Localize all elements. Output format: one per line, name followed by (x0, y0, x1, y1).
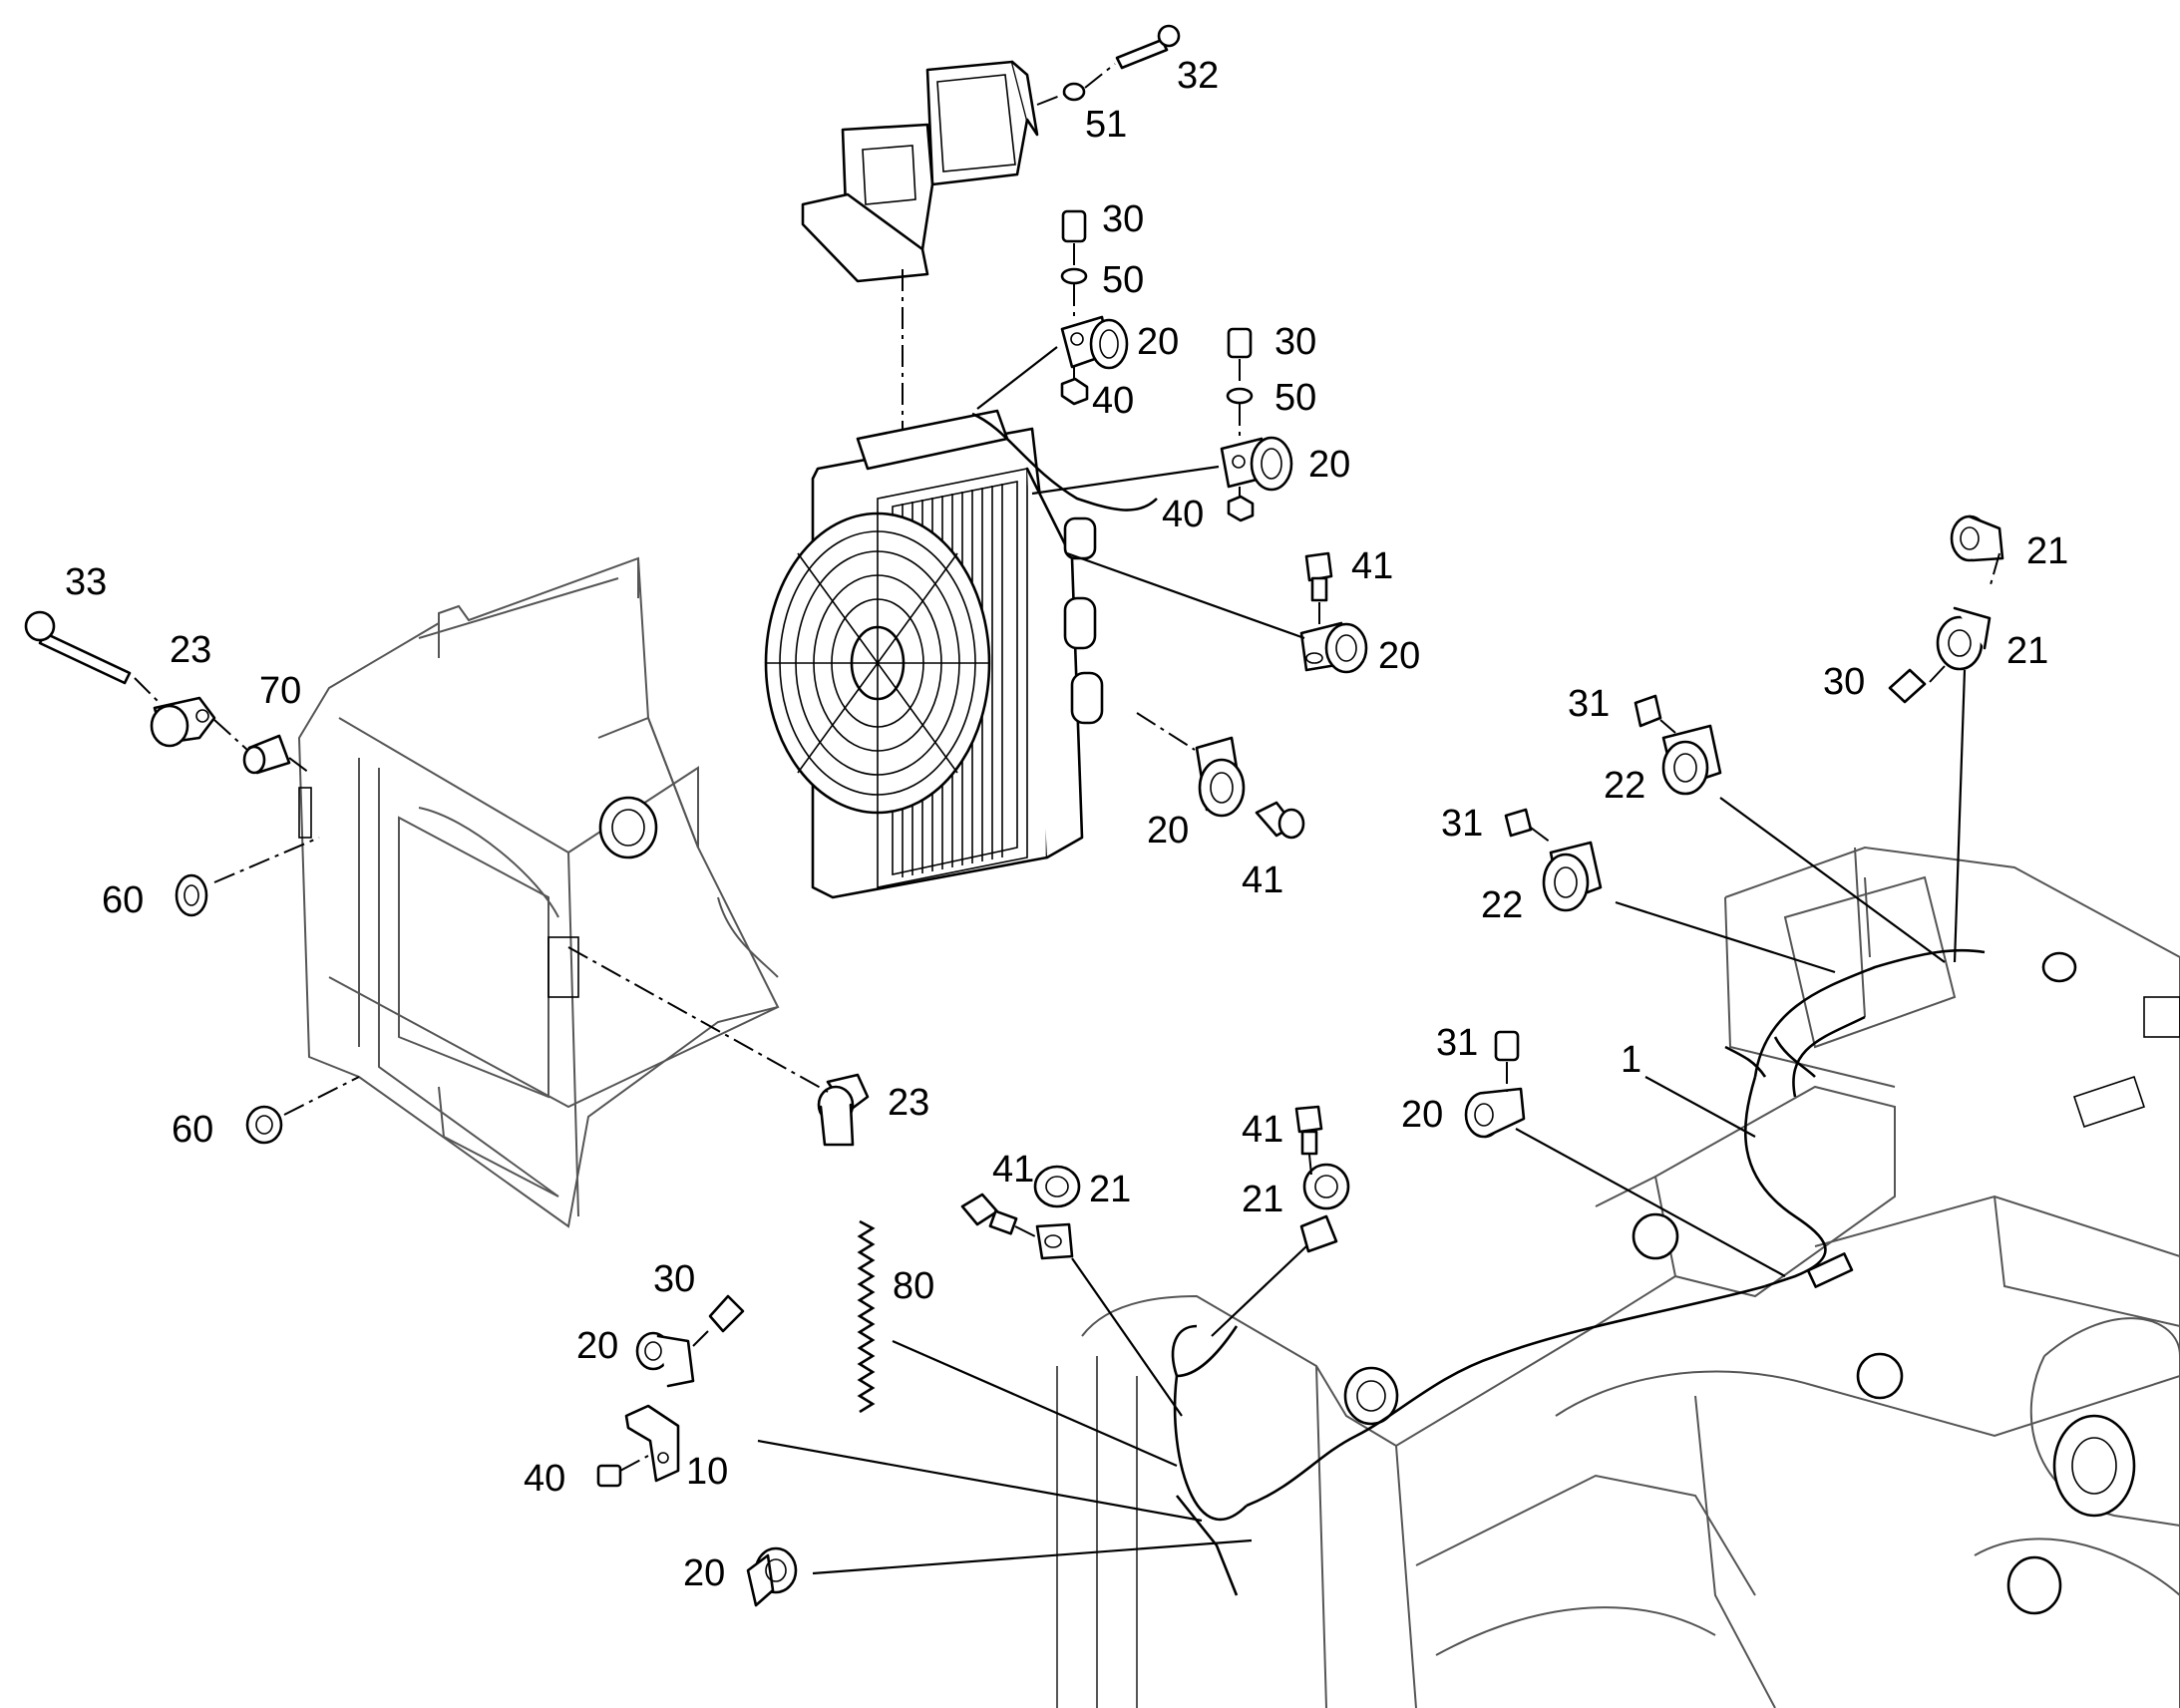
screw-31-c (1494, 1030, 1520, 1062)
cooler-fan-assembly (764, 409, 1158, 899)
bushing-23-left (150, 696, 216, 748)
callout-20: 20 (1378, 635, 1420, 677)
callout-50: 50 (1102, 259, 1144, 301)
callout-30: 30 (653, 1258, 695, 1300)
mounting-frame (297, 556, 780, 1228)
screw-30-mid (1227, 327, 1253, 359)
callout-22: 22 (1604, 765, 1645, 807)
seal-60-upper (175, 873, 208, 917)
callout-21: 21 (2006, 630, 2048, 672)
bolt-41-upper (1304, 551, 1333, 602)
bolt-32 (1115, 24, 1181, 70)
callout-23: 23 (170, 629, 211, 671)
screw-31-b (1504, 808, 1533, 838)
clamp-20-chassis (1464, 1087, 1526, 1139)
callout-21: 21 (1089, 1169, 1131, 1210)
callout-20: 20 (576, 1325, 618, 1367)
callout-30: 30 (1102, 198, 1144, 240)
callout-20: 20 (1137, 321, 1179, 363)
screw-30-d (708, 1294, 745, 1333)
callout-23: 23 (888, 1082, 929, 1124)
screw-31-a (1634, 694, 1662, 728)
callout-31: 31 (1436, 1022, 1478, 1064)
callout-20: 20 (1401, 1094, 1443, 1136)
nut-40-mid (1227, 495, 1255, 522)
bolt-41-lower (1255, 801, 1305, 840)
wiring-harness-1 (1171, 948, 1986, 1596)
callout-51: 51 (1085, 104, 1127, 146)
bolt-41-d (1294, 1105, 1323, 1156)
clamp-20-f (635, 1331, 695, 1388)
bolt-33 (24, 610, 132, 685)
clamp-20-top (1060, 315, 1129, 370)
washer-50-top (1060, 267, 1088, 285)
nut-40-c (596, 1464, 622, 1488)
callout-32: 32 (1177, 55, 1219, 97)
callout-31: 31 (1568, 683, 1610, 725)
nut-40-top (1060, 377, 1089, 406)
callout-21: 21 (2026, 530, 2068, 572)
callout-30: 30 (1823, 661, 1865, 703)
callout-33: 33 (65, 561, 107, 603)
callout-41: 41 (1242, 1109, 1283, 1151)
clamp-22-a (1661, 724, 1722, 796)
spiral-wrap-80 (857, 1219, 876, 1414)
screw-30-top (1061, 209, 1087, 243)
bracket-10 (624, 1404, 680, 1483)
callout-40: 40 (1162, 494, 1204, 535)
callout-50: 50 (1274, 377, 1316, 419)
bolt-41-c (960, 1193, 1018, 1235)
callout-70: 70 (259, 670, 301, 712)
junction-box-assembly (801, 60, 1039, 283)
clamp-20-lower (1195, 736, 1246, 818)
callout-30: 30 (1274, 321, 1316, 363)
clamp-20-mid (1220, 436, 1293, 492)
callout-20: 20 (683, 1552, 725, 1594)
callout-1: 1 (1621, 1039, 1641, 1081)
clamp-22-b (1542, 841, 1603, 912)
callout-41: 41 (1242, 859, 1283, 901)
callout-20: 20 (1308, 444, 1350, 486)
callout-10: 10 (686, 1451, 728, 1493)
sleeve-70 (242, 734, 291, 775)
callout-21: 21 (1242, 1179, 1283, 1220)
callout-20: 20 (1147, 810, 1189, 852)
callout-60: 60 (102, 879, 144, 921)
callout-40: 40 (1092, 380, 1134, 422)
screw-30-right (1888, 668, 1927, 704)
washer-51 (1062, 82, 1086, 102)
clamp-20-g (746, 1546, 798, 1607)
bushing-23-right (817, 1073, 870, 1147)
clamp-21-c (1033, 1165, 1081, 1260)
callout-41: 41 (1351, 545, 1393, 587)
callout-40: 40 (524, 1458, 565, 1500)
callout-80: 80 (893, 1265, 934, 1307)
clamp-20-right (1299, 621, 1368, 674)
callout-41: 41 (992, 1149, 1034, 1191)
clamp-21-lower (1936, 606, 1992, 671)
clamp-21-d (1299, 1163, 1350, 1253)
callout-60: 60 (172, 1109, 213, 1151)
callout-31: 31 (1441, 803, 1483, 845)
callout-22: 22 (1481, 884, 1523, 926)
clamp-21-upper (1950, 514, 2004, 562)
washer-50-mid (1226, 387, 1254, 405)
seal-60-lower (245, 1105, 283, 1145)
chassis-frame (1056, 846, 2180, 1708)
